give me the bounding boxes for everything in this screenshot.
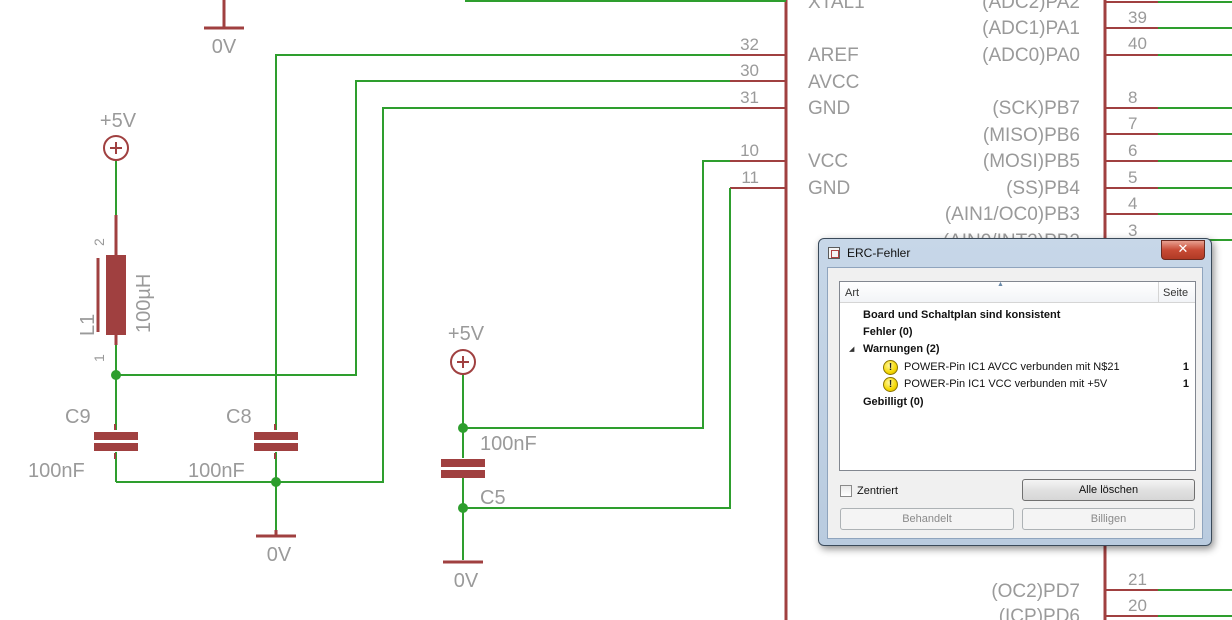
ic-pin-name: (SS)PB4: [1006, 178, 1080, 199]
ic-pin-num: 39: [1128, 8, 1147, 27]
app-icon: [828, 247, 840, 259]
close-button[interactable]: ✕: [1161, 240, 1205, 260]
c9-name-label: C9: [65, 406, 91, 428]
column-header-seite[interactable]: Seite: [1158, 282, 1195, 302]
gnd-c8-label: 0V: [267, 544, 292, 566]
gnd-c5-label: 0V: [454, 570, 479, 592]
sort-arrow-icon: ▲: [997, 281, 1004, 288]
gnd-symbol-top: [204, 0, 244, 30]
c8-value-label: 100nF: [188, 460, 245, 482]
ic-pin-num: 5: [1128, 168, 1137, 187]
ic-pin-num: 8: [1128, 88, 1137, 107]
ic-pin-num: 4: [1128, 194, 1137, 213]
ic1-right-pins: [1105, 1, 1158, 617]
ic-pin-num: 32: [740, 35, 759, 54]
c5-name-label: C5: [480, 487, 506, 509]
ic-pin-num: 30: [740, 61, 759, 80]
ic-pin-name: (MOSI)PB5: [983, 151, 1080, 172]
capacitor-c9: [94, 424, 138, 459]
ic-pin-name: (ADC1)PA1: [982, 18, 1080, 39]
list-item-warning-1[interactable]: POWER-Pin IC1 AVCC verbunden mit N$21: [904, 361, 1120, 373]
centered-checkbox-label[interactable]: Zentriert: [857, 485, 898, 497]
ic-pin-name: (OC2)PD7: [991, 581, 1080, 602]
handled-button[interactable]: Behandelt: [840, 508, 1014, 530]
l1-value-label: 100µH: [133, 274, 155, 333]
warning-icon: !: [883, 360, 898, 375]
ic-pin-num: 10: [740, 141, 759, 160]
ic-pin-name: XTAL1: [808, 0, 865, 13]
dialog-title: ERC-Fehler: [847, 246, 911, 260]
list-item-warning-2[interactable]: POWER-Pin IC1 VCC verbunden mit +5V: [904, 378, 1108, 390]
ic-pin-name: (ADC2)PA2: [982, 0, 1080, 13]
plus5v-c5-label: +5V: [448, 323, 485, 345]
plus5v-symbol-c5: [450, 349, 476, 375]
warning-1-page: 1: [1182, 361, 1189, 373]
ic-pin-name: (SCK)PB7: [992, 98, 1080, 119]
ic1-left-pins: [730, 54, 786, 189]
list-item-approved[interactable]: Gebilligt (0): [863, 396, 924, 408]
ic-pin-name: GND: [808, 178, 850, 199]
c8-name-label: C8: [226, 406, 252, 428]
erc-dialog[interactable]: ERC-Fehler ✕ ▲ Art Seite Board und Schal…: [818, 238, 1212, 546]
ic-pin-name: (ADC0)PA0: [982, 45, 1080, 66]
gnd-symbol-c8: [256, 530, 296, 538]
l1-pin1-label: 1: [91, 354, 107, 362]
erc-list[interactable]: ▲ Art Seite Board und Schaltplan sind ko…: [839, 281, 1196, 471]
approve-button[interactable]: Billigen: [1022, 508, 1195, 530]
c9-value-label: 100nF: [28, 460, 85, 482]
plus5v-symbol-l1: [103, 135, 129, 161]
list-header: ▲ Art Seite: [840, 281, 1195, 303]
ic-pin-num: 21: [1128, 570, 1147, 589]
expand-triangle-icon[interactable]: ◢: [849, 346, 855, 353]
plus5v-l1-label: +5V: [100, 110, 137, 132]
ic-pin-num: 3: [1128, 221, 1137, 240]
list-item-consistent[interactable]: Board und Schaltplan sind konsistent: [863, 309, 1061, 321]
capacitor-c8: [254, 424, 298, 459]
clear-all-button[interactable]: Alle löschen: [1022, 479, 1195, 501]
column-header-art[interactable]: Art: [845, 287, 860, 299]
ic-pin-num: 20: [1128, 596, 1147, 615]
c5-value-label: 100nF: [480, 433, 537, 455]
ic-pin-name: GND: [808, 98, 850, 119]
ic-pin-num: 40: [1128, 34, 1147, 53]
ic-pin-name: (AIN1/OC0)PB3: [945, 204, 1080, 225]
centered-checkbox[interactable]: [840, 485, 852, 497]
ic-pin-name: (ICP)PD6: [999, 606, 1080, 620]
capacitor-c5: [441, 459, 485, 478]
ic-pin-name: VCC: [808, 151, 848, 172]
l1-name-label: L1: [77, 314, 99, 336]
dialog-body: ▲ Art Seite Board und Schaltplan sind ko…: [827, 267, 1203, 539]
junctions: [111, 370, 468, 513]
inductor-l1: [96, 215, 126, 345]
ic-pin-num: 6: [1128, 141, 1137, 160]
ic-pin-num: 31: [740, 88, 759, 107]
l1-pin2-label: 2: [91, 238, 107, 246]
ic-pin-num: 11: [741, 168, 759, 187]
warning-icon: !: [883, 377, 898, 392]
warning-2-page: 1: [1182, 378, 1189, 390]
ic-pin-num: 7: [1128, 114, 1137, 133]
ic-pin-name: (MISO)PB6: [983, 125, 1080, 146]
list-item-warnings[interactable]: Warnungen (2): [863, 343, 940, 355]
ic-pin-name: AREF: [808, 45, 859, 66]
ic-pin-name: AVCC: [808, 72, 859, 93]
gnd-top-label: 0V: [212, 36, 237, 58]
list-item-errors[interactable]: Fehler (0): [863, 326, 913, 338]
net-wires: [115, 0, 786, 560]
